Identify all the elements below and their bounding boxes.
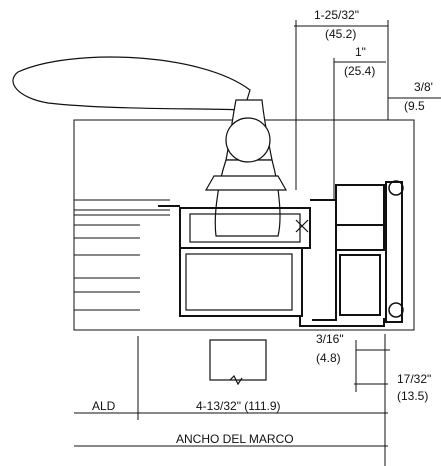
dim-mid-right-in: 17/32" bbox=[397, 372, 432, 386]
dim-top-overall-in: 1-25/32" bbox=[314, 8, 359, 22]
dim-bottom-width: 4-13/32" (111.9) bbox=[196, 399, 281, 413]
dim-ald: ALD bbox=[92, 399, 116, 413]
dim-top-right-mm: (9.5 bbox=[404, 99, 425, 113]
dim-mid-small-mm: (4.8) bbox=[316, 351, 341, 365]
bottom-clip bbox=[209, 339, 267, 386]
frame-profile bbox=[299, 180, 404, 327]
handle-lever bbox=[12, 56, 288, 237]
dim-top-mid-mm: (25.4) bbox=[344, 64, 376, 78]
dim-top-right-in: 3/8' bbox=[414, 80, 433, 94]
dim-mid-right-mm: (13.5) bbox=[397, 389, 429, 403]
dimension-lines bbox=[74, 20, 441, 466]
dim-top-overall-mm: (45.2) bbox=[325, 27, 357, 41]
sash-profile bbox=[158, 205, 311, 317]
dim-top-mid-in: 1" bbox=[355, 45, 366, 59]
dim-frame-width: ANCHO DEL MARCO bbox=[176, 432, 294, 446]
dim-mid-small-in: 3/16" bbox=[316, 332, 344, 346]
